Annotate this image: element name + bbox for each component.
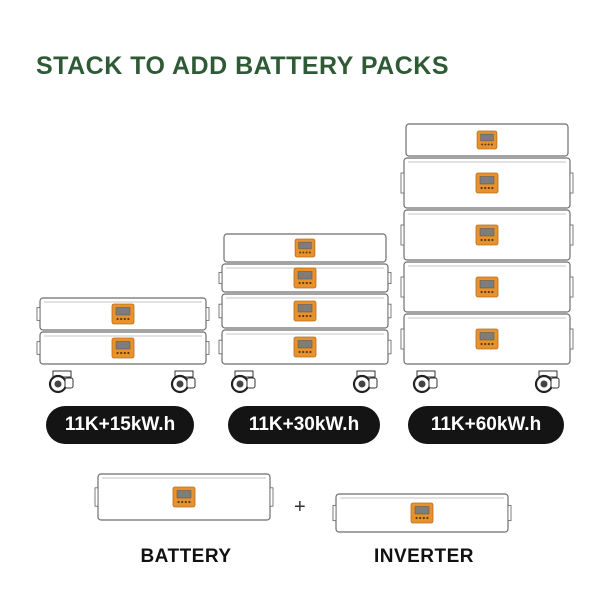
stack-30kwh [218, 233, 392, 394]
wheel-icon [352, 370, 378, 394]
control-panel-icon [293, 300, 317, 322]
battery-module [218, 293, 392, 329]
battery-module [218, 263, 392, 293]
inverter-module-icon [332, 493, 512, 533]
battery-module [400, 261, 574, 313]
capacity-label-60kwh: 11K+60kW.h [408, 406, 564, 444]
wheel-icon [48, 370, 74, 394]
capacity-label-15kwh: 11K+15kW.h [46, 406, 194, 444]
wheel-icon [230, 370, 256, 394]
battery-module [36, 331, 210, 365]
battery-module [332, 493, 512, 533]
battery-module-icon [94, 473, 274, 521]
control-panel-icon [476, 130, 498, 150]
control-panel-icon [293, 267, 317, 289]
control-panel-icon [111, 303, 135, 325]
inverter-module-icon [405, 123, 569, 157]
control-panel-icon [111, 337, 135, 359]
battery-module [400, 313, 574, 365]
plus-sign: + [294, 496, 306, 518]
wheel-icon [412, 370, 438, 394]
battery-module [218, 329, 392, 365]
capacity-label-30kwh: 11K+30kW.h [228, 406, 380, 444]
wheel-icon [534, 370, 560, 394]
control-panel-icon [410, 502, 434, 524]
battery-module [400, 209, 574, 261]
wheel-icon [170, 370, 196, 394]
control-panel-icon [293, 336, 317, 358]
control-panel-icon [475, 172, 499, 194]
stack-60kwh [400, 123, 574, 394]
control-panel-icon [475, 328, 499, 350]
inverter-caption: INVERTER [373, 546, 475, 567]
battery-module [400, 157, 574, 209]
stack-15kwh [36, 297, 210, 394]
battery-module [36, 297, 210, 331]
control-panel-icon [475, 224, 499, 246]
page-title: STACK TO ADD BATTERY PACKS [36, 52, 450, 80]
battery-module [94, 473, 274, 521]
control-panel-icon [294, 238, 316, 258]
control-panel-icon [172, 486, 196, 508]
control-panel-icon [475, 276, 499, 298]
inverter-module-icon [223, 233, 387, 263]
battery-caption: BATTERY [140, 546, 232, 567]
